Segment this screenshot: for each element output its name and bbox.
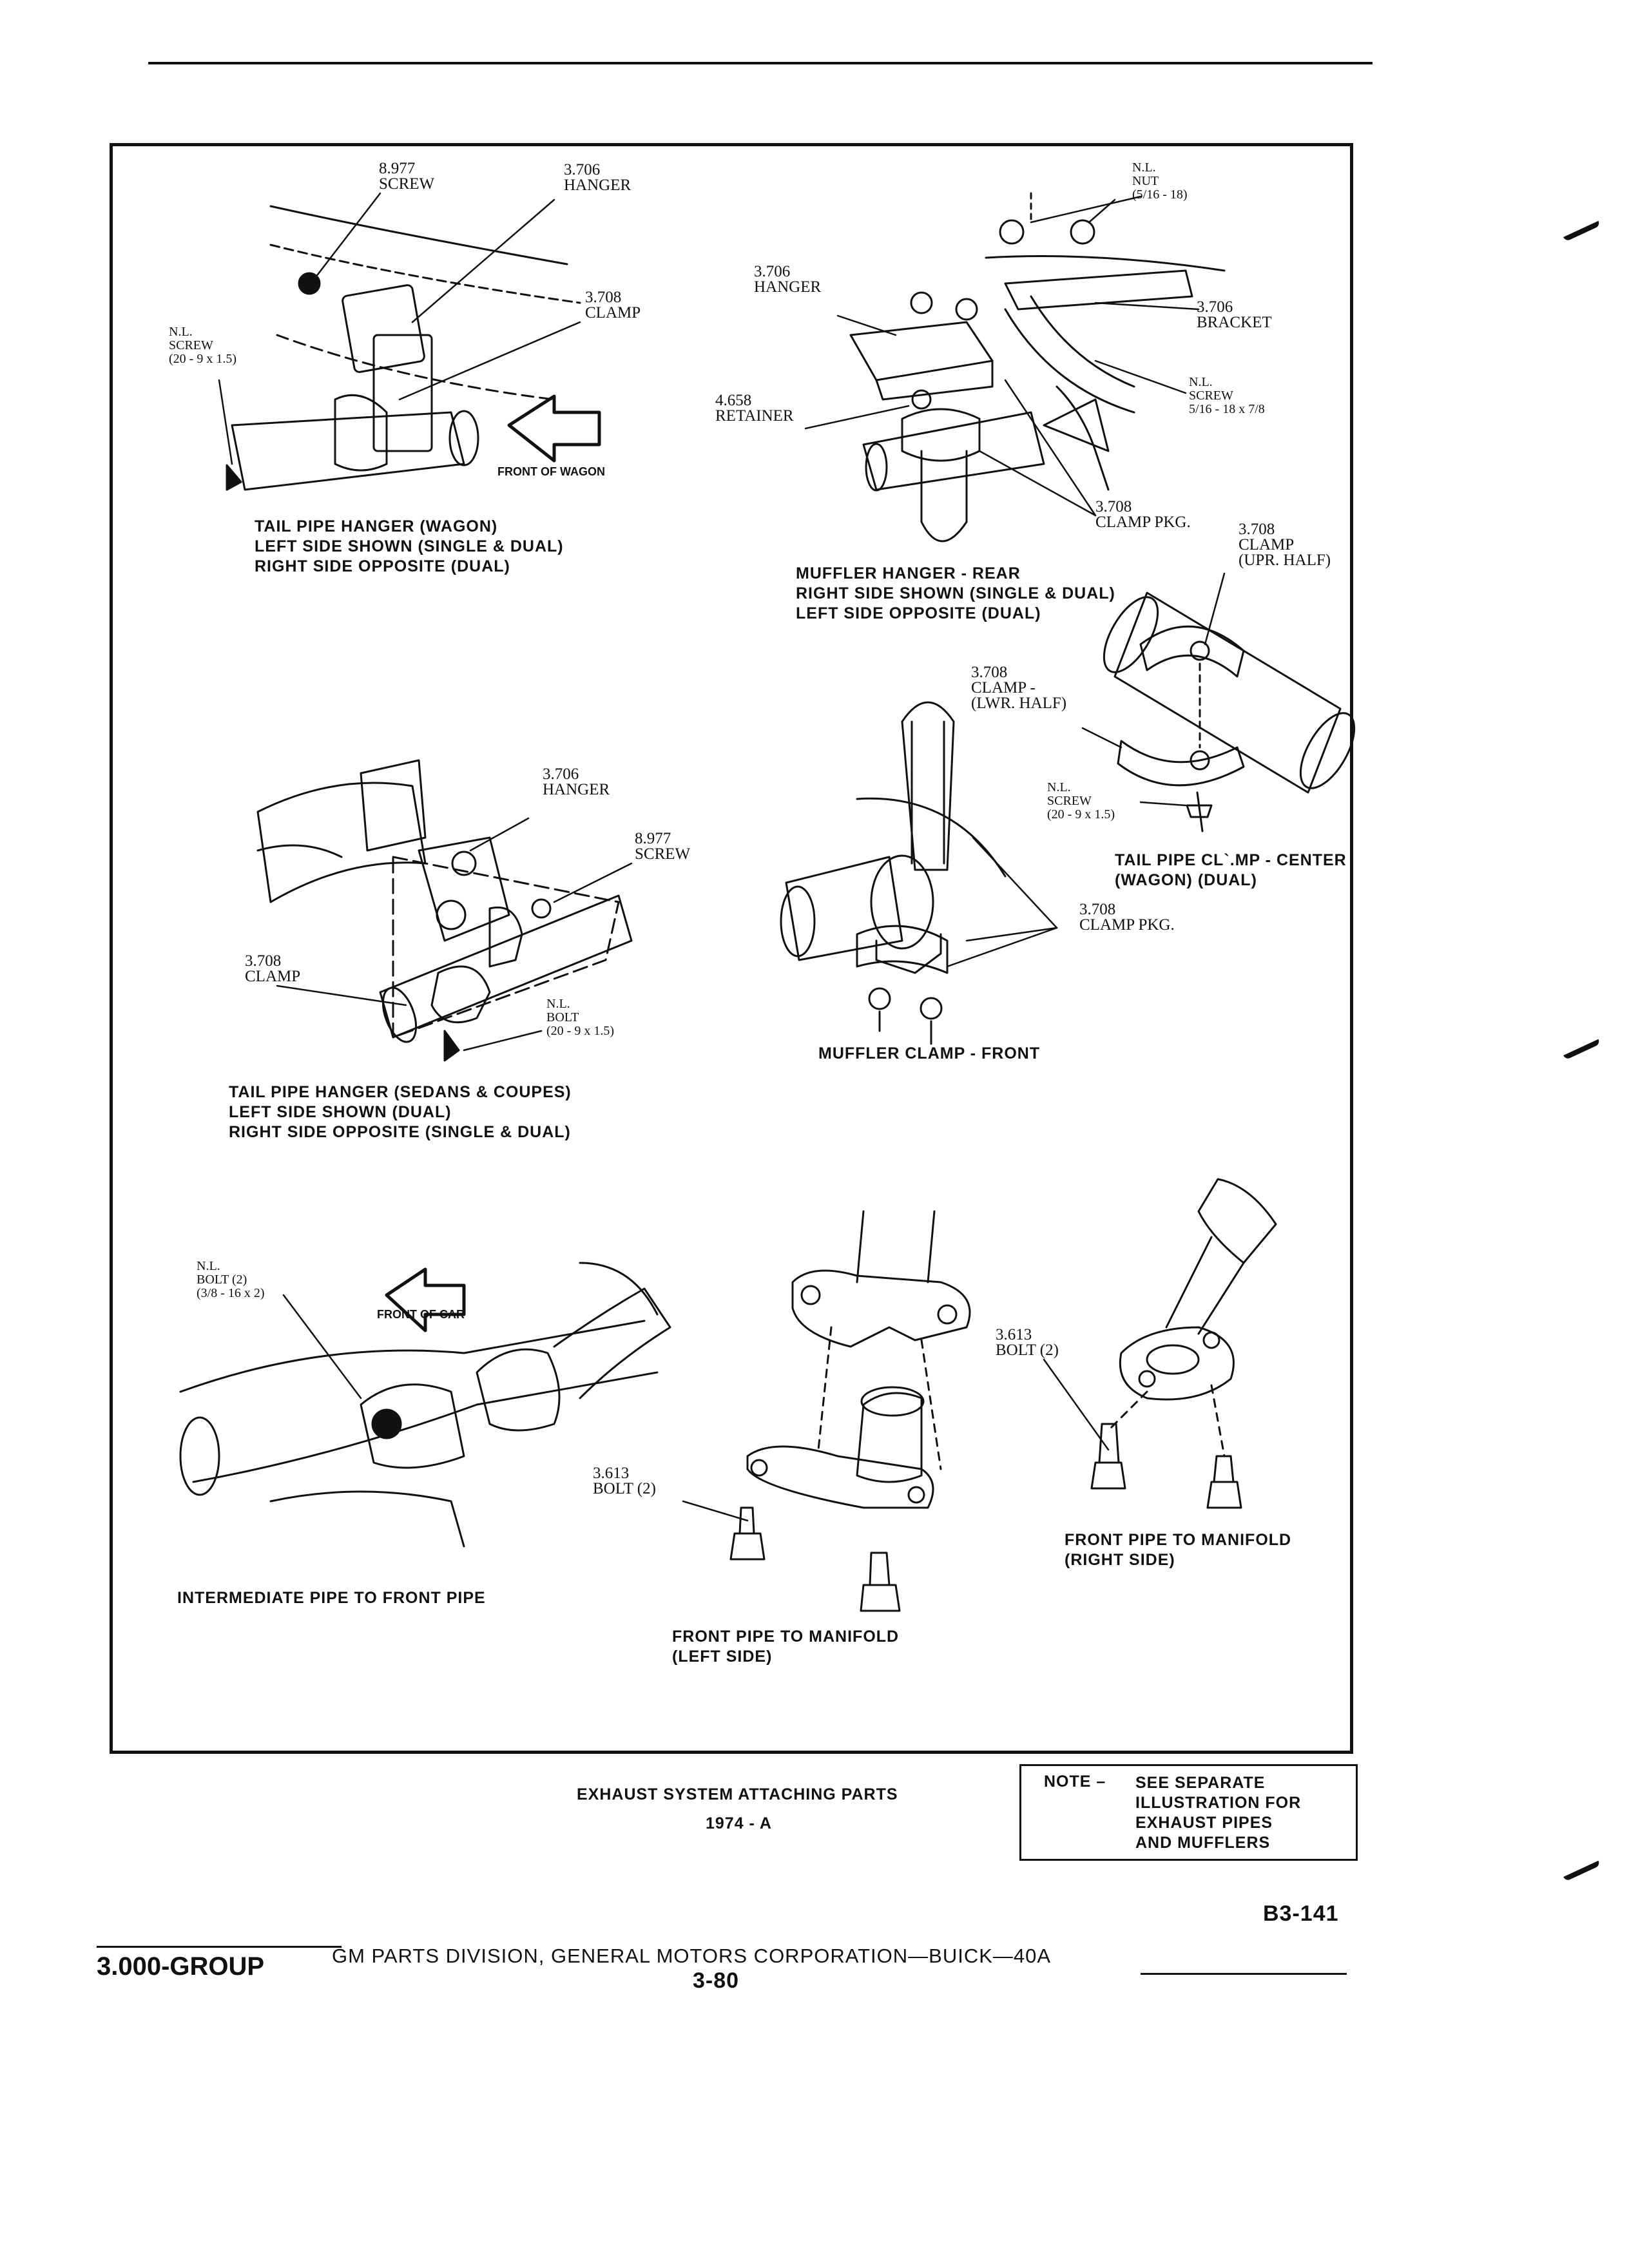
tail-pipe-hanger-sedan-drawing bbox=[256, 759, 633, 1062]
caption-muffler-hanger-rear: MUFFLER HANGER - REAR RIGHT SIDE SHOWN (… bbox=[796, 564, 1115, 622]
note-label: NOTE – bbox=[1044, 1773, 1106, 1791]
division-line: GM PARTS DIVISION, GENERAL MOTORS CORPOR… bbox=[332, 1945, 1052, 1967]
label-tp-sedan-nl-bolt: N.L. BOLT (20 - 9 x 1.5) bbox=[546, 997, 614, 1038]
plate-number: B3-141 bbox=[1263, 1901, 1339, 1926]
title-line-2: 1974 - A bbox=[706, 1814, 772, 1832]
footer-rule-left bbox=[97, 1946, 342, 1948]
group-label: 3.000-GROUP bbox=[97, 1952, 265, 1981]
tail-pipe-hanger-wagon-drawing bbox=[226, 205, 601, 491]
tail-pipe-clamp-center-drawing bbox=[1103, 591, 1356, 832]
label-tp-wagon-nl-screw: N.L. SCREW (20 - 9 x 1.5) bbox=[169, 325, 236, 366]
label-fl-bolt: 3.613 BOLT (2) bbox=[593, 1465, 656, 1497]
label-front-of-wagon: FRONT OF WAGON bbox=[497, 465, 605, 478]
label-tc-upr-clamp: 3.708 CLAMP (UPR. HALF) bbox=[1239, 521, 1331, 569]
caption-tail-pipe-wagon: TAIL PIPE HANGER (WAGON) LEFT SIDE SHOWN… bbox=[255, 517, 564, 575]
front-pipe-left-drawing bbox=[729, 1210, 971, 1612]
label-tp-wagon-hanger: 3.706 HANGER bbox=[564, 161, 631, 194]
intermediate-pipe-drawing bbox=[179, 1262, 671, 1548]
title-line-1: EXHAUST SYSTEM ATTACHING PARTS bbox=[577, 1785, 898, 1803]
label-mh-bracket: 3.706 BRACKET bbox=[1197, 298, 1272, 331]
label-fr-bolt: 3.613 BOLT (2) bbox=[996, 1326, 1059, 1359]
label-tp-sedan-clamp: 3.708 CLAMP bbox=[245, 952, 301, 985]
note-text: SEE SEPARATE ILLUSTRATION FOR EXHAUST PI… bbox=[1135, 1774, 1302, 1852]
label-mc-clamp-pkg: 3.708 CLAMP PKG. bbox=[1079, 901, 1175, 934]
label-tp-wagon-clamp: 3.708 CLAMP bbox=[585, 289, 641, 322]
muffler-clamp-front-drawing bbox=[780, 701, 1007, 1045]
page-number: 3-80 bbox=[693, 1968, 740, 1993]
footer-rule-right bbox=[1141, 1973, 1347, 1975]
muffler-hanger-rear-drawing bbox=[849, 192, 1226, 543]
front-pipe-right-drawing bbox=[1090, 1178, 1277, 1509]
label-mh-retainer: 4.658 RETAINER bbox=[715, 392, 794, 425]
caption-front-pipe-right: FRONT PIPE TO MANIFOLD (RIGHT SIDE) bbox=[1065, 1531, 1292, 1569]
caption-front-pipe-left: FRONT PIPE TO MANIFOLD (LEFT SIDE) bbox=[672, 1628, 900, 1666]
label-mh-hanger: 3.706 HANGER bbox=[754, 263, 822, 296]
label-ip-nl-bolt: N.L. BOLT (2) (3/8 - 16 x 2) bbox=[197, 1259, 265, 1300]
label-tp-sedan-screw: 8.977 SCREW bbox=[635, 830, 691, 863]
top-rule bbox=[148, 62, 1373, 64]
label-mh-nut: N.L. NUT (5/16 - 18) bbox=[1132, 160, 1188, 202]
note-box bbox=[1019, 1764, 1358, 1861]
label-tp-wagon-screw: 8.977 SCREW bbox=[379, 160, 435, 193]
illustration-frame bbox=[110, 143, 1353, 1754]
label-front-of-car: FRONT OF CAR bbox=[377, 1308, 465, 1321]
caption-tail-pipe-clamp-center: TAIL PIPE CL`.MP - CENTER (WAGON) (DUAL) bbox=[1115, 851, 1347, 889]
label-tc-nl-screw: N.L. SCREW (20 - 9 x 1.5) bbox=[1047, 780, 1115, 822]
leader-lines bbox=[218, 192, 1226, 1522]
label-mh-nl-screw: N.L. SCREW 5/16 - 18 x 7/8 bbox=[1189, 375, 1265, 416]
caption-intermediate-pipe: INTERMEDIATE PIPE TO FRONT PIPE bbox=[177, 1589, 486, 1607]
caption-tail-pipe-sedan: TAIL PIPE HANGER (SEDANS & COUPES) LEFT … bbox=[229, 1083, 572, 1141]
label-tc-lwr-clamp: 3.708 CLAMP - (LWR. HALF) bbox=[971, 664, 1067, 712]
caption-muffler-clamp-front: MUFFLER CLAMP - FRONT bbox=[818, 1044, 1041, 1062]
label-tp-sedan-hanger: 3.706 HANGER bbox=[543, 765, 610, 798]
label-mh-clamp-pkg: 3.708 CLAMP PKG. bbox=[1095, 498, 1191, 531]
